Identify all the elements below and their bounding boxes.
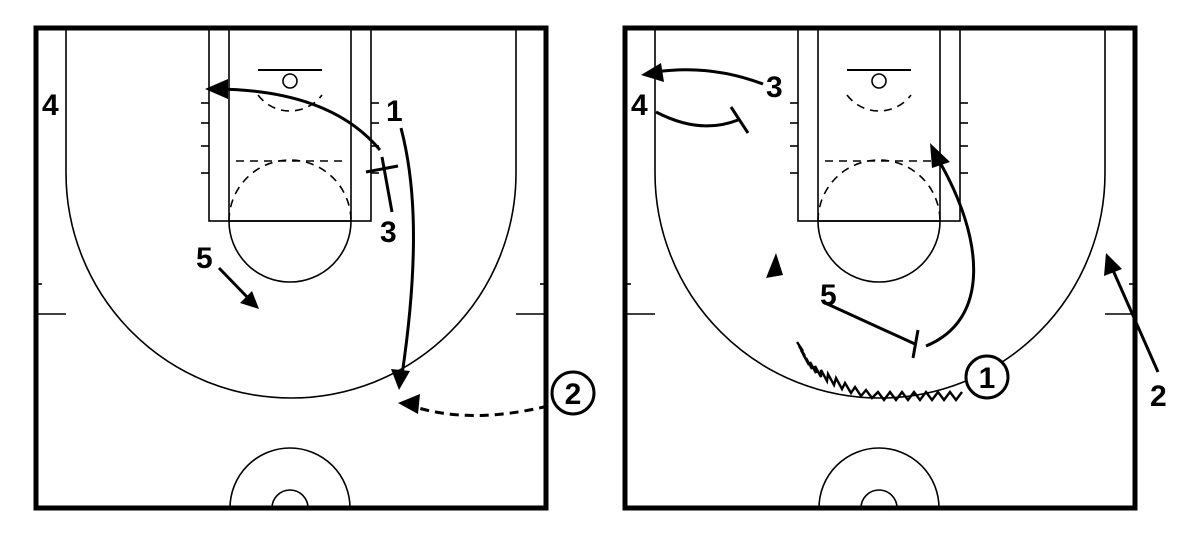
screen-path-5 [822, 300, 916, 346]
cut-path-1 [399, 127, 415, 376]
arrowhead-5 [240, 291, 259, 309]
pass-arrowhead [398, 394, 420, 414]
ball-handler-ring-1 [964, 354, 1010, 400]
player-5-label: 5 [820, 279, 837, 312]
cut-path-2 [1110, 267, 1160, 373]
player-5-label: 5 [196, 242, 213, 275]
screen-bar-3 [365, 164, 399, 174]
screen-path-4 [655, 110, 739, 128]
dribble-arrowhead [766, 253, 783, 278]
pass-path-2-to-1 [411, 404, 549, 417]
dribble-path-1 [796, 341, 963, 402]
cut-path-3 [654, 68, 764, 86]
player-1-label: 1 [979, 362, 996, 395]
player-3-label: 3 [766, 71, 783, 104]
arrowhead-1 [391, 369, 410, 390]
player-1-label: 1 [386, 95, 403, 128]
ball-handler-ring-2 [550, 370, 596, 416]
halfcourt-left [36, 28, 546, 508]
arrowhead-2 [1104, 253, 1122, 276]
player-2-label: 2 [565, 378, 582, 411]
player-2-label: 2 [1150, 380, 1167, 413]
diagram-right: 3 4 5 1 2 [625, 28, 1167, 508]
player-3-label: 3 [380, 216, 397, 249]
screen-bar-5 [911, 329, 920, 359]
arrowhead-3 [205, 79, 228, 99]
screen-path-3 [380, 156, 394, 213]
diagram-left: 4 1 3 5 2 [36, 28, 596, 508]
arrowhead-5 [930, 143, 950, 168]
halfcourt-right [625, 28, 1135, 508]
arrowhead-3 [641, 63, 664, 82]
cut-path-5 [217, 266, 252, 302]
cut-path-3 [215, 87, 382, 151]
roll-path-5 [925, 158, 976, 348]
player-4-label: 4 [42, 89, 59, 122]
screen-bar-4 [729, 106, 750, 134]
player-4-label: 4 [631, 89, 648, 122]
